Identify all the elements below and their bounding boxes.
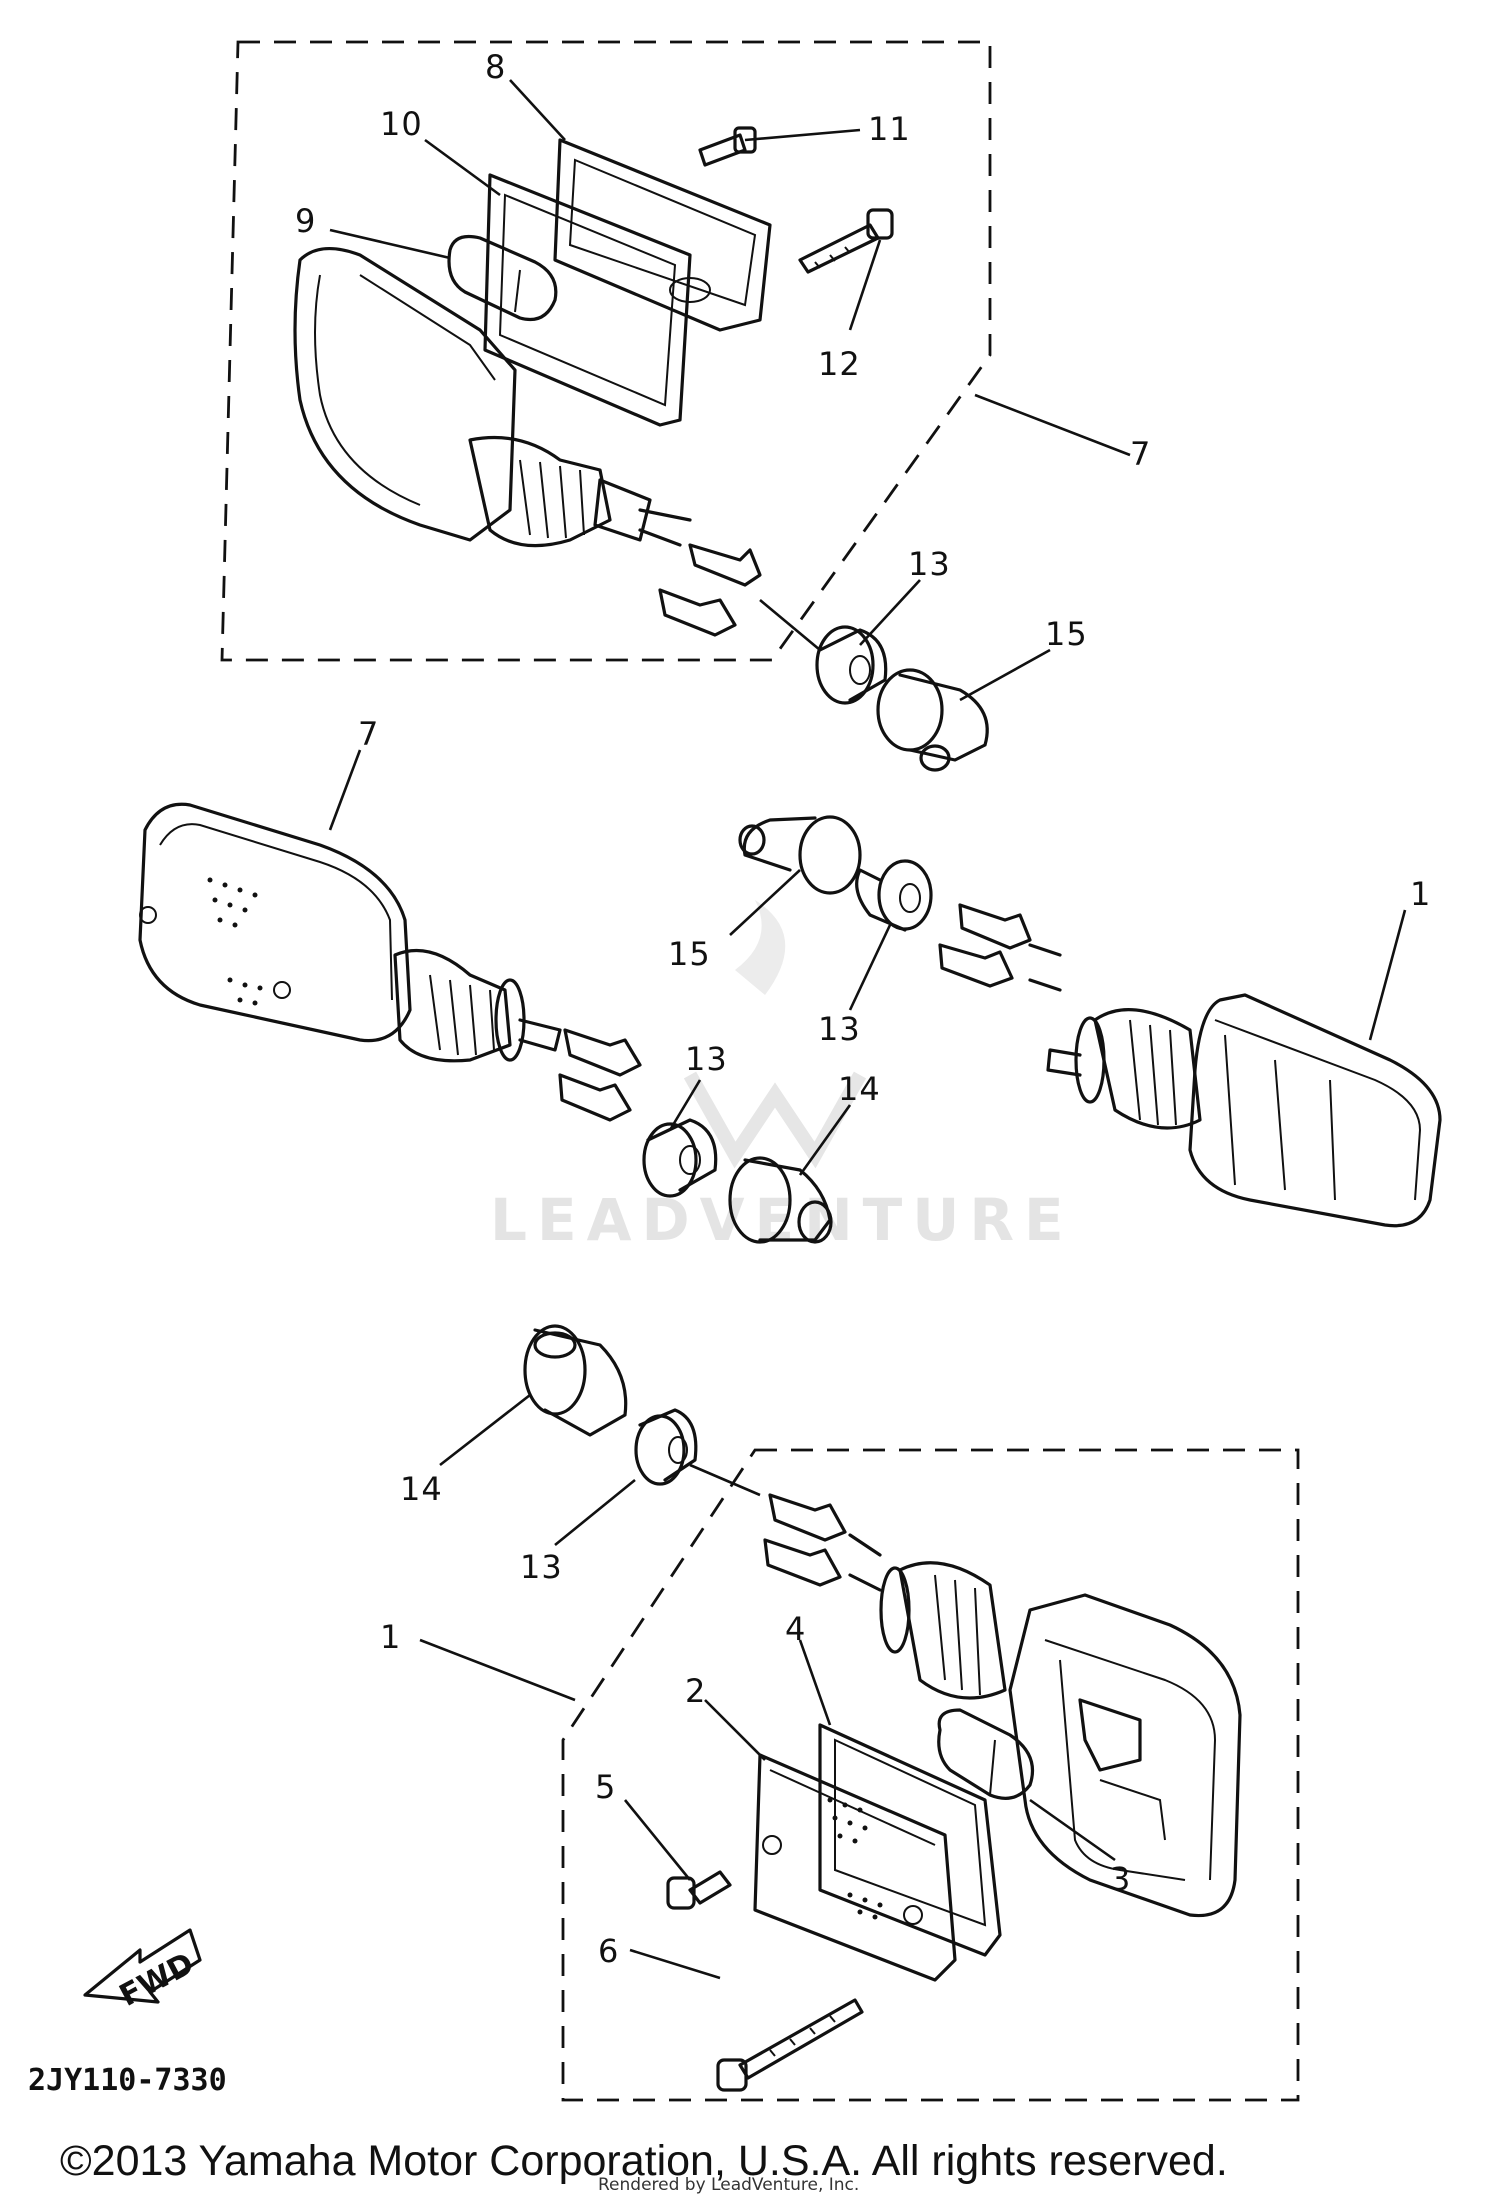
- fwd-label: FWD: [114, 1946, 200, 2014]
- top-screw-11: [698, 126, 757, 167]
- callout-13-bottom: 13: [520, 1548, 563, 1586]
- middle-grommet-13-upper: [855, 859, 933, 932]
- middle-boot-15: [738, 815, 862, 895]
- callout-numbers: 8 10 9 11 12 7 13 15 7 15 13 1 13 14 14 …: [295, 48, 1431, 1970]
- callout-13-top: 13: [908, 545, 951, 583]
- top-dashed-box: [220, 40, 992, 662]
- bottom-bulb: [937, 1708, 1035, 1800]
- middle-left-turn-signal: [138, 802, 562, 1063]
- middle-grommet-13-lower: [642, 1118, 718, 1198]
- top-wire-connectors: [658, 543, 762, 637]
- middle-left-wire-connectors: [558, 1028, 642, 1122]
- diagram-code: 2JY110-7330: [28, 2063, 227, 2098]
- top-grommet-13: [815, 625, 888, 705]
- top-wire-line: [759, 599, 821, 651]
- top-boot-15: [876, 668, 989, 772]
- callout-3: 3: [1110, 1860, 1131, 1898]
- callout-14-middle: 14: [838, 1070, 881, 1108]
- callout-1-bottom: 1: [380, 1618, 401, 1656]
- middle-boot-14: [728, 1156, 833, 1244]
- watermark: LEADVENTURE: [490, 900, 1074, 1254]
- top-screw-12: [798, 208, 894, 274]
- fwd-direction-arrow: FWD: [83, 1928, 202, 2014]
- callout-13-middle-left: 13: [685, 1040, 728, 1078]
- callout-7-top: 7: [1130, 435, 1151, 473]
- callout-8: 8: [485, 48, 506, 86]
- bottom-boot-14: [523, 1324, 628, 1437]
- bottom-dashed-box: [561, 1448, 1300, 2102]
- top-turn-signal-housing: [293, 246, 692, 548]
- bottom-wire-connectors: [763, 1493, 882, 1592]
- callout-12: 12: [818, 345, 861, 383]
- callout-11: 11: [868, 110, 911, 148]
- callout-5: 5: [595, 1768, 616, 1806]
- callout-14-bottom: 14: [400, 1470, 443, 1508]
- callout-2: 2: [685, 1672, 706, 1710]
- top-gasket: [483, 173, 692, 427]
- callout-9: 9: [295, 202, 316, 240]
- leader-lines: [328, 79, 1407, 1980]
- callout-1-middle: 1: [1410, 875, 1431, 913]
- bottom-grommet-13: [634, 1408, 698, 1486]
- bottom-lens: [753, 1753, 957, 1982]
- callout-6: 6: [598, 1932, 619, 1970]
- callout-15-middle: 15: [668, 935, 711, 973]
- bottom-screw-6: [716, 1998, 864, 2092]
- watermark-text: LEADVENTURE: [490, 1186, 1074, 1254]
- bottom-turn-signal-housing: [879, 1561, 1242, 1918]
- middle-right-turn-signal: [1046, 993, 1442, 1228]
- callout-4: 4: [785, 1610, 806, 1648]
- top-bulb: [447, 234, 558, 322]
- rendered-by-text: Rendered by LeadVenture, Inc.: [598, 2175, 859, 2195]
- callout-7-middle: 7: [358, 715, 379, 753]
- bottom-gasket: [818, 1723, 1002, 1957]
- bottom-wire-line: [689, 1463, 761, 1497]
- copyright-text: ©2013 Yamaha Motor Corporation, U.S.A. A…: [60, 2137, 1228, 2185]
- callout-15-top: 15: [1045, 615, 1088, 653]
- middle-right-wire-connectors: [938, 903, 1062, 992]
- callout-13-middle-right: 13: [818, 1010, 861, 1048]
- callout-10: 10: [380, 105, 423, 143]
- top-lens: [553, 138, 772, 332]
- bottom-screw-5: [666, 1870, 732, 1910]
